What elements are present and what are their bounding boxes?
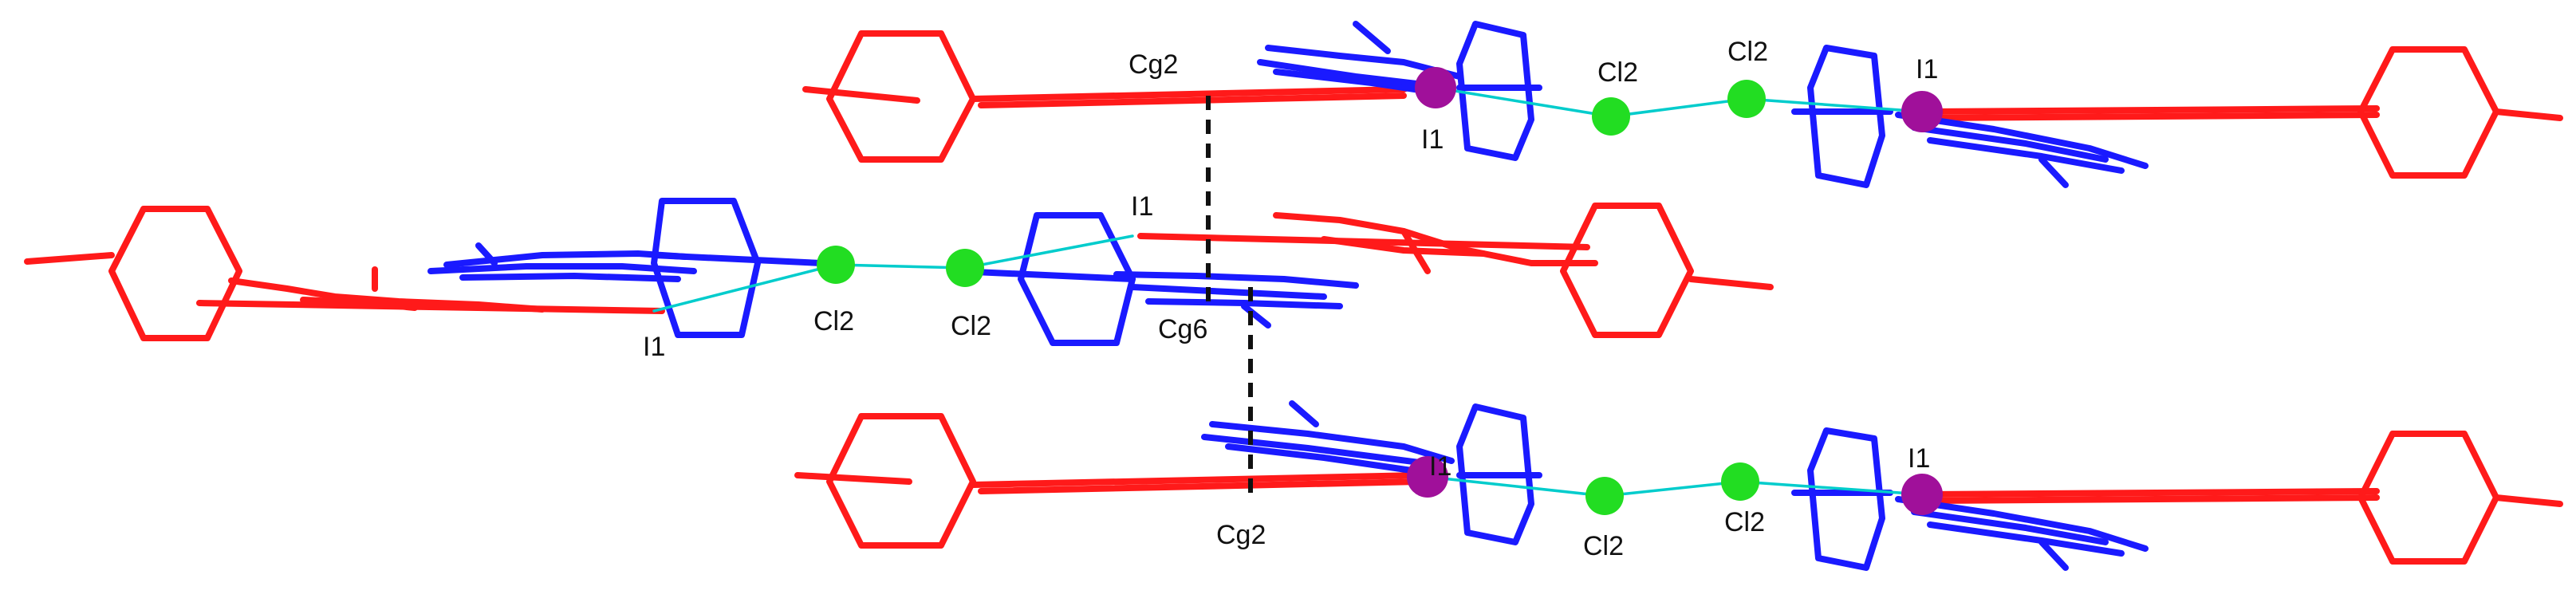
middle-i1-cl2-contact	[652, 263, 837, 313]
bottom-iodine-atom-right	[1901, 474, 1943, 515]
bottom-cl2-left-label: Cl2	[1583, 531, 1624, 561]
top-right-blue-fragment	[1791, 45, 2149, 188]
top-chlorine-atom-left	[1592, 97, 1630, 136]
bottom-right-blue-fragment	[1791, 427, 2149, 571]
middle-molecule: I1 I1 Cl2 Cl2 Cg6	[24, 191, 1774, 362]
middle-halogen-bonds	[652, 234, 1134, 313]
middle-cl2-cl2-contact	[834, 263, 967, 270]
top-cl2-cl2-contact	[1609, 97, 1748, 118]
middle-cl2-i1-contact	[963, 234, 1134, 270]
bottom-i1-right-label: I1	[1908, 443, 1930, 474]
bottom-cl2-i1-contact	[1739, 480, 1924, 496]
bottom-i1-left-label: I1	[1429, 451, 1451, 482]
middle-right-blue-fragment	[954, 212, 1359, 346]
top-i1-right-label: I1	[1916, 54, 1938, 85]
bottom-left-red-fragment	[794, 413, 1423, 549]
middle-cl2-right-label: Cl2	[951, 311, 991, 341]
middle-left-blue-fragment	[427, 198, 825, 338]
top-cg2-label: Cg2	[1128, 49, 1178, 80]
top-cl2-right-label: Cl2	[1727, 37, 1768, 67]
top-molecule: Cg2 I1 Cl2 Cl2 I1	[802, 21, 2563, 188]
top-iodine-atom-left	[1415, 67, 1456, 108]
top-chlorine-atom-right	[1727, 80, 1766, 118]
bottom-right-red-fragment	[1927, 431, 2563, 565]
bottom-cl2-cl2-contact	[1603, 480, 1742, 498]
bottom-cg2-label: Cg2	[1216, 520, 1266, 550]
middle-right-red-fragment	[1137, 203, 1774, 338]
top-halogen-bonds	[1434, 86, 1924, 118]
bottom-cl2-right-label: Cl2	[1724, 507, 1765, 537]
bottom-halogen-bonds	[1426, 475, 1924, 498]
top-cl2-left-label: Cl2	[1597, 57, 1638, 88]
bottom-chlorine-atom-left	[1585, 477, 1624, 515]
bottom-iodine-atom-left	[1407, 456, 1448, 498]
bottom-left-blue-fragment	[1201, 400, 1542, 545]
middle-i1-upper-label: I1	[1131, 191, 1153, 222]
bottom-chlorine-atom-right	[1721, 462, 1759, 501]
middle-chlorine-atom-right	[946, 249, 984, 287]
middle-chlorine-atom-left	[817, 246, 855, 284]
middle-i1-lower-label: I1	[643, 332, 665, 362]
bottom-i1-cl2-contact	[1426, 475, 1606, 498]
top-i1-cl2-contact	[1434, 86, 1613, 118]
top-i1-left-label: I1	[1421, 124, 1444, 155]
middle-cl2-left-label: Cl2	[813, 306, 854, 336]
bottom-molecule: Cg2 I1 Cl2 Cl2 I1	[794, 400, 2563, 571]
top-iodine-atom-right	[1901, 91, 1943, 132]
top-right-red-fragment	[1927, 46, 2563, 179]
top-cl2-i1-contact	[1745, 97, 1924, 113]
middle-cg6-label: Cg6	[1158, 314, 1207, 344]
middle-left-red-fragment	[24, 206, 665, 341]
